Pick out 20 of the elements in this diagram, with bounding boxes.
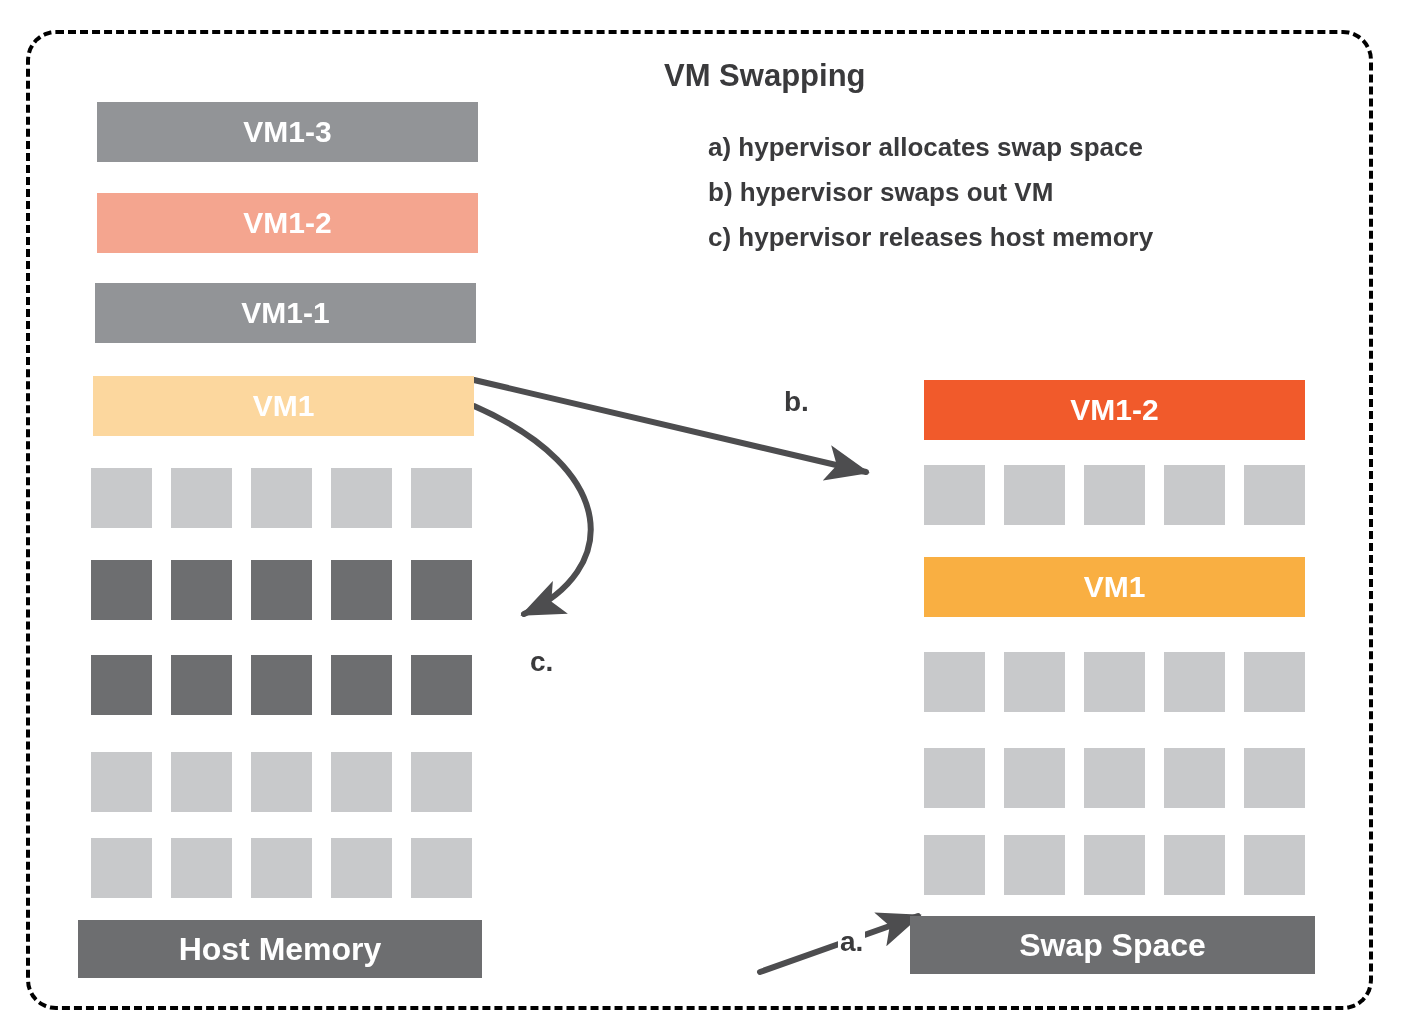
block-label: VM1 xyxy=(252,391,315,421)
block-label: VM1-1 xyxy=(241,298,330,328)
memory-block xyxy=(97,102,478,162)
block-label: VM1 xyxy=(1083,572,1146,602)
memory-block xyxy=(97,193,478,253)
diagram-title: VM Swapping xyxy=(664,60,866,91)
memory-block xyxy=(78,920,482,978)
step-note: c) hypervisor releases host memory xyxy=(708,224,1154,250)
block-label: Swap Space xyxy=(1019,929,1206,961)
block-label: Host Memory xyxy=(178,933,382,965)
step-note: a) hypervisor allocates swap space xyxy=(708,134,1143,160)
block-label: VM1-2 xyxy=(1070,395,1159,425)
block-label: VM1-3 xyxy=(243,117,332,147)
memory-block xyxy=(95,283,476,343)
block-label: VM1-2 xyxy=(243,208,332,238)
memory-block xyxy=(924,557,1305,617)
memory-block xyxy=(93,376,474,436)
memory-block xyxy=(924,380,1305,440)
memory-block xyxy=(910,916,1315,974)
step-note: b) hypervisor swaps out VM xyxy=(708,179,1054,205)
